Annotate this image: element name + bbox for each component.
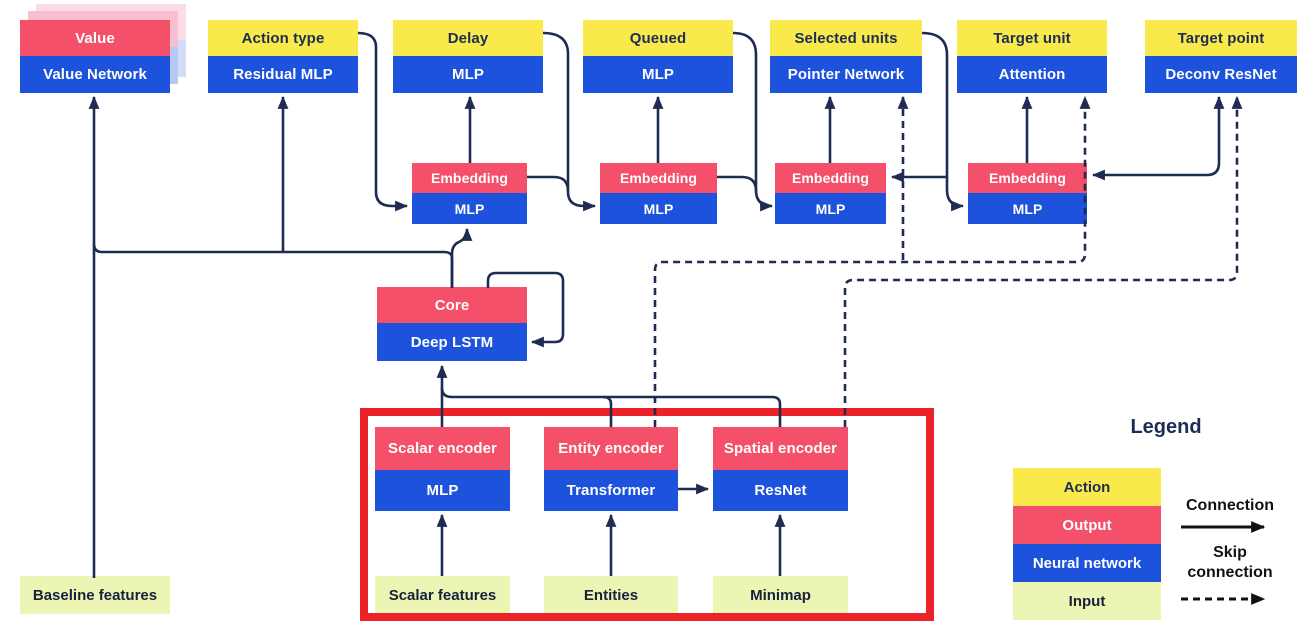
edge-embedding-4-to-target-point bbox=[1091, 95, 1225, 181]
node-target-unit: Target unit Attention bbox=[957, 20, 1107, 93]
edge-core-to-value-branch bbox=[92, 243, 454, 288]
node-scalar-encoder-head: Scalar encoder bbox=[375, 427, 510, 470]
node-target-point-network: Deconv ResNet bbox=[1145, 56, 1297, 93]
node-embedding-3: Embedding MLP bbox=[775, 163, 886, 224]
node-embedding-2: Embedding MLP bbox=[600, 163, 717, 224]
legend-skip-connection-label: Skip connection bbox=[1187, 544, 1273, 581]
node-action-type-head: Action type bbox=[208, 20, 358, 56]
legend-item-input: Input bbox=[1013, 582, 1161, 620]
node-queued: Queued MLP bbox=[583, 20, 733, 93]
input-minimap: Minimap bbox=[713, 576, 848, 614]
node-delay-head: Delay bbox=[393, 20, 543, 56]
node-scalar-encoder-network: MLP bbox=[375, 470, 510, 511]
node-embedding-4-network: MLP bbox=[968, 193, 1087, 224]
encoder-highlight-box bbox=[360, 408, 934, 621]
node-target-point-head: Target point bbox=[1145, 20, 1297, 56]
skip-entity-encoder-to-target-unit bbox=[653, 95, 1091, 427]
node-scalar-encoder: Scalar encoder MLP bbox=[375, 427, 510, 511]
legend-item-output: Output bbox=[1013, 506, 1161, 544]
node-queued-head: Queued bbox=[583, 20, 733, 56]
node-selected-units-network: Pointer Network bbox=[770, 56, 922, 93]
node-embedding-2-network: MLP bbox=[600, 193, 717, 224]
node-embedding-1-network: MLP bbox=[412, 193, 527, 224]
input-scalar-features: Scalar features bbox=[375, 576, 510, 614]
node-target-point: Target point Deconv ResNet bbox=[1145, 20, 1297, 93]
node-spatial-encoder: Spatial encoder ResNet bbox=[713, 427, 848, 511]
node-selected-units-head: Selected units bbox=[770, 20, 922, 56]
node-spatial-encoder-head: Spatial encoder bbox=[713, 427, 848, 470]
legend-title: Legend bbox=[1130, 416, 1202, 438]
input-baseline-features: Baseline features bbox=[20, 576, 170, 614]
edge-embedding-2-to-embedding-3 bbox=[717, 175, 758, 192]
node-embedding-3-network: MLP bbox=[775, 193, 886, 224]
node-entity-encoder: Entity encoder Transformer bbox=[544, 427, 678, 511]
node-embedding-2-head: Embedding bbox=[600, 163, 717, 193]
node-delay: Delay MLP bbox=[393, 20, 543, 93]
node-embedding-1: Embedding MLP bbox=[412, 163, 527, 224]
node-embedding-3-head: Embedding bbox=[775, 163, 886, 193]
node-embedding-4-head: Embedding bbox=[968, 163, 1087, 193]
node-target-unit-network: Attention bbox=[957, 56, 1107, 93]
edge-queued-to-embedding-3 bbox=[732, 31, 774, 212]
node-value-network: Value Network bbox=[20, 56, 170, 93]
legend-item-neural-network: Neural network bbox=[1013, 544, 1161, 582]
node-selected-units: Selected units Pointer Network bbox=[770, 20, 922, 93]
skip-spatial-encoder-to-target-point bbox=[843, 95, 1243, 427]
node-embedding-4: Embedding MLP bbox=[968, 163, 1087, 224]
node-action-type-network: Residual MLP bbox=[208, 56, 358, 93]
node-delay-network: MLP bbox=[393, 56, 543, 93]
node-action-type: Action type Residual MLP bbox=[208, 20, 358, 93]
node-value-head: Value bbox=[20, 20, 170, 56]
legend-connection-label: Connection bbox=[1186, 497, 1274, 514]
input-entities: Entities bbox=[544, 576, 678, 614]
node-spatial-encoder-network: ResNet bbox=[713, 470, 848, 511]
node-value: Value Value Network bbox=[20, 20, 170, 93]
node-queued-network: MLP bbox=[583, 56, 733, 93]
node-target-unit-head: Target unit bbox=[957, 20, 1107, 56]
legend-item-action: Action bbox=[1013, 468, 1161, 506]
edge-embedding-1-to-embedding-2 bbox=[527, 175, 570, 192]
node-embedding-1-head: Embedding bbox=[412, 163, 527, 193]
node-entity-encoder-network: Transformer bbox=[544, 470, 678, 511]
node-core-head: Core bbox=[377, 287, 527, 323]
edge-core-to-embedding-1 bbox=[450, 227, 473, 288]
node-entity-encoder-head: Entity encoder bbox=[544, 427, 678, 470]
node-core-network: Deep LSTM bbox=[377, 323, 527, 361]
node-core: Core Deep LSTM bbox=[377, 287, 527, 361]
